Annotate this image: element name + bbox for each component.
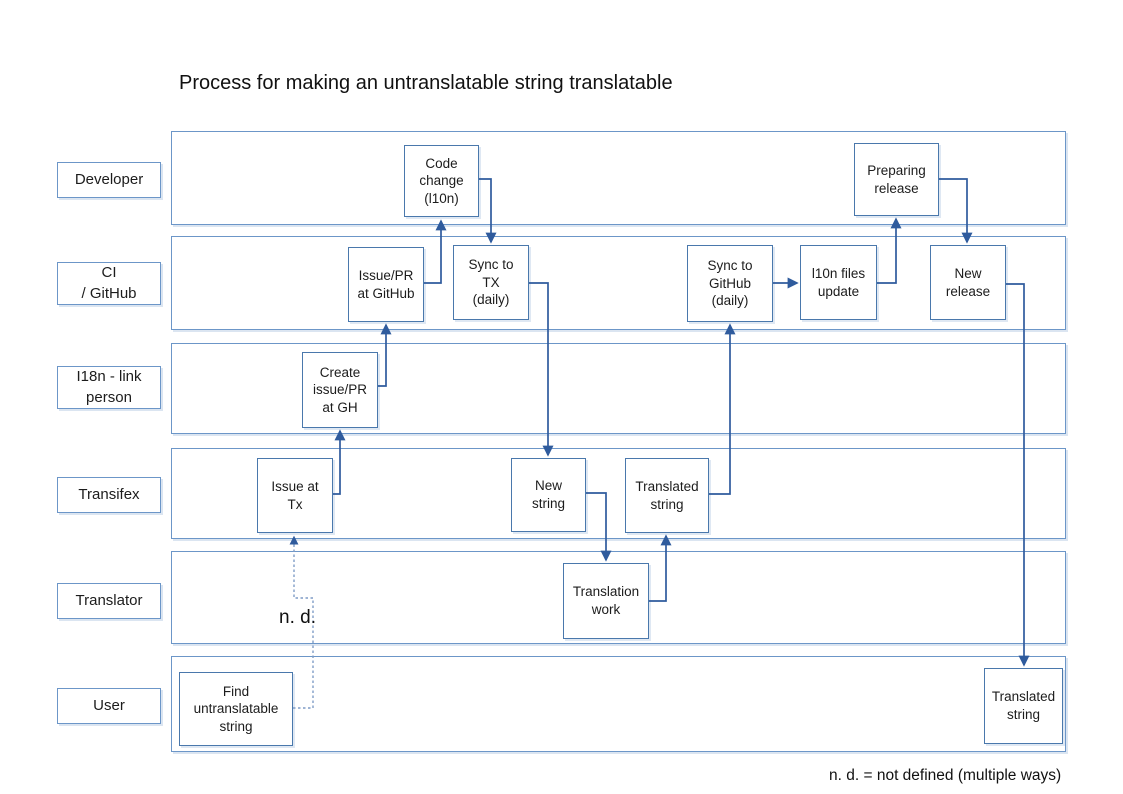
nd-annotation: n. d. — [279, 607, 316, 628]
lane-label-developer: Developer — [57, 162, 161, 198]
node-sync-to-github: Sync to GitHub (daily) — [687, 245, 773, 322]
node-issue-pr-at-github: Issue/PR at GitHub — [348, 247, 424, 322]
node-code-change: Code change (l10n) — [404, 145, 479, 217]
lane-label-transifex: Transifex — [57, 477, 161, 513]
lane-row-ci-github — [171, 236, 1066, 330]
lane-label-i18n-link-person: I18n - link person — [57, 366, 161, 409]
node-new-release: New release — [930, 245, 1006, 320]
node-create-issue-pr-at-gh: Create issue/PR at GH — [302, 352, 378, 428]
node-translated-string-transifex: Translated string — [625, 458, 709, 533]
node-translated-string-user: Translated string — [984, 668, 1063, 744]
lane-label-translator: Translator — [57, 583, 161, 619]
lane-label-user: User — [57, 688, 161, 724]
node-preparing-release: Preparing release — [854, 143, 939, 216]
node-sync-to-tx: Sync to TX (daily) — [453, 245, 529, 320]
node-find-untranslatable-string: Find untranslatable string — [179, 672, 293, 746]
lane-row-user — [171, 656, 1066, 752]
node-l10n-files-update: l10n files update — [800, 245, 877, 320]
node-issue-at-tx: Issue at Tx — [257, 458, 333, 533]
node-new-string: New string — [511, 458, 586, 532]
footnote-legend: n. d. = not defined (multiple ways) — [829, 767, 1062, 784]
diagram-title: Process for making an untranslatable str… — [179, 72, 673, 94]
node-translation-work: Translation work — [563, 563, 649, 639]
lane-label-ci-github: CI / GitHub — [57, 262, 161, 305]
